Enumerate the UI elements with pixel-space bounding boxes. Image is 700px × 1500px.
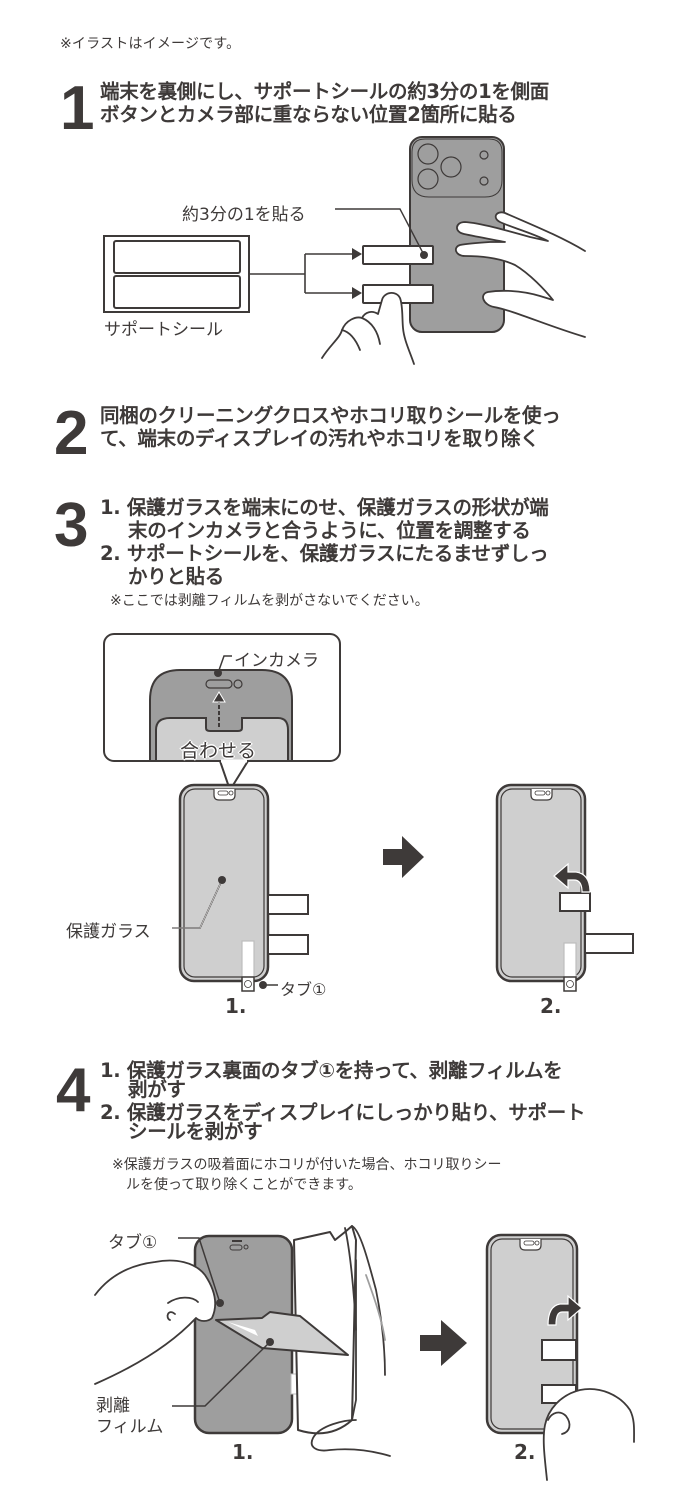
arrow-head-2 (352, 287, 362, 299)
step-2-text: 同梱のクリーニングクロスやホコリ取りシールを使っ て、端末のディスプレイの汚れや… (100, 404, 561, 450)
label-front-camera: インカメラ (234, 651, 319, 671)
label-support-seal: サポートシール (104, 320, 223, 340)
label-release-film-line-2: フィルム (96, 1417, 164, 1437)
step-3-illustration (103, 633, 634, 992)
leader-line-tab (178, 1237, 221, 1304)
step-4-item-1-line-1: 保護ガラス裏面のタブ①を持って、剥離フィルムを (126, 1059, 563, 1082)
arrow-head-1 (352, 248, 362, 260)
label-align: 合わせる (180, 740, 257, 762)
curved-arrow-right (547, 1294, 583, 1326)
hand-peeling (94, 1259, 216, 1385)
step-1-illustration (103, 136, 586, 365)
support-seal-sheet (103, 235, 250, 313)
step-3-item-1-line-2: 末のインカメラと合うように、位置を調整する (128, 519, 531, 542)
step-2-number: 2 (54, 399, 89, 468)
front-camera (233, 679, 243, 689)
step-4-note: ※保護ガラスの吸着面にホコリが付いた場合、ホコリ取りシー ルを使って取り除くこと… (112, 1155, 501, 1195)
step-1-line-1: 端末を裏側にし、サポートシールの約3分の1を側面 (100, 80, 549, 103)
hand-removing-seal (542, 1388, 635, 1481)
step-4-item-2: 2. 保護ガラスをディスプレイにしっかり貼り、サポート (100, 1101, 585, 1124)
flash (479, 150, 489, 160)
step-4-text: 1. 保護ガラス裏面のタブ①を持って、剥離フィルムを 剥がす 2. 保護ガラスを… (100, 1059, 585, 1143)
illustration-disclaimer: ※イラストはイメージです。 (60, 36, 241, 52)
step-3-item-2-line-1: サポートシールを、保護ガラスにたるませずしっ (126, 542, 549, 565)
step-3-caption-2: 2. (540, 994, 562, 1018)
step-1-line-2: ボタンとカメラ部に重ならない位置2箇所に貼る (100, 103, 517, 126)
phone-front-2 (495, 783, 634, 992)
earpiece (205, 679, 233, 689)
connector-arrows (249, 253, 352, 294)
step-2-line-1: 同梱のクリーニングクロスやホコリ取りシールを使っ (100, 404, 561, 427)
step-1-text: 端末を裏側にし、サポートシールの約3分の1を側面 ボタンとカメラ部に重ならない位… (100, 80, 549, 126)
step-4-caption-1: 1. (232, 1440, 254, 1464)
step-3-item-2: 2. サポートシールを、保護ガラスにたるませずしっ (100, 542, 549, 565)
label-release-film-line-1: 剥離 (96, 1396, 130, 1416)
step-3-note: ※ここでは剥離フィルムを剥がさないでください。 (110, 593, 429, 609)
camera-lens-1 (417, 143, 439, 165)
step-4-number: 4 (56, 1056, 91, 1125)
step-4-note-line-2: ルを使って取り除くことができます。 (126, 1177, 362, 1193)
next-arrow-step-3 (383, 836, 424, 878)
step-4-item-1-prefix: 1. (100, 1059, 121, 1082)
phone-peeling (172, 1225, 357, 1435)
sensor (479, 176, 489, 186)
curved-arrow-left (553, 862, 591, 893)
step-4-item-2-prefix: 2. (100, 1101, 121, 1124)
step-4-item-1: 1. 保護ガラス裏面のタブ①を持って、剥離フィルムを (100, 1059, 585, 1082)
leader-line-front-camera (217, 655, 232, 674)
step-3-caption-1: 1. (225, 994, 247, 1018)
step-4-caption-2: 2. (514, 1440, 536, 1464)
step-3-number: 3 (54, 491, 89, 560)
phone-finished (485, 1233, 583, 1435)
step-3-item-1: 1. 保護ガラスを端末にのせ、保護ガラスの形状が端 (100, 496, 549, 519)
label-release-film: 剥離 フィルム (96, 1396, 163, 1438)
camera-lens-2 (440, 156, 462, 178)
phone-back (409, 136, 505, 333)
step-4-item-1-line-2: 剥がす (128, 1078, 186, 1101)
seal-strip-top (362, 245, 434, 265)
step-4-item-2-line-1: 保護ガラスをディスプレイにしっかり貼り、サポート (126, 1101, 586, 1124)
label-tab-1: タブ① (280, 980, 327, 999)
next-arrow-step-4 (420, 1320, 467, 1366)
step-2-line-2: て、端末のディスプレイの汚れやホコリを取り除く (100, 427, 540, 450)
leader-line-apply (335, 208, 425, 256)
hand-holding (310, 1225, 391, 1457)
right-hand (454, 211, 586, 338)
label-protective-glass: 保護ガラス (66, 922, 151, 942)
label-tab-1-step-4: タブ① (108, 1233, 158, 1253)
step-3-text: 1. 保護ガラスを端末にのせ、保護ガラスの形状が端 末のインカメラと合うように、… (100, 496, 549, 588)
step-4-note-line-1: ※保護ガラスの吸着面にホコリが付いた場合、ホコリ取りシー (112, 1157, 502, 1173)
step-3-item-2-line-2: かりと貼る (128, 565, 225, 588)
zoom-callout (103, 633, 341, 791)
left-hand (321, 292, 415, 365)
step-3-item-1-prefix: 1. (100, 496, 121, 519)
camera-lens-3 (417, 168, 439, 190)
step-3-item-1-line-1: 保護ガラスを端末にのせ、保護ガラスの形状が端 (126, 496, 549, 519)
step-4-item-2-line-2: シールを剥がす (128, 1120, 263, 1143)
label-apply-one-third: 約3分の1を貼る (182, 205, 306, 225)
step-1-number: 1 (60, 74, 95, 143)
leader-line-film (172, 1341, 271, 1407)
phone-front-1 (172, 783, 309, 992)
step-3-item-2-prefix: 2. (100, 542, 121, 565)
